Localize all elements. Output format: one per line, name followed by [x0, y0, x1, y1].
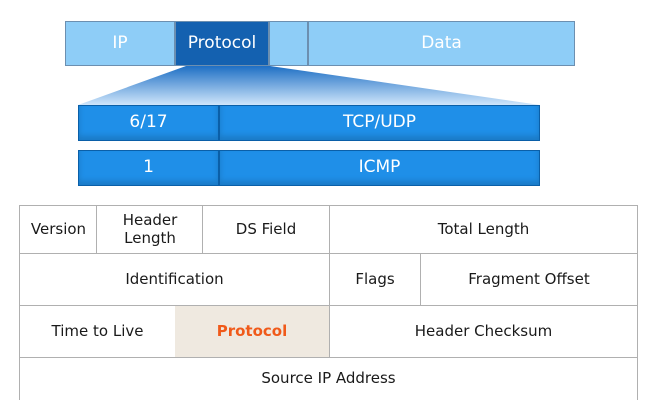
mapping-value-icmp: 1	[78, 150, 219, 186]
header-field-header-length: Header Length	[122, 211, 178, 247]
packet-field-protocol: Protocol	[175, 21, 269, 66]
mapping-value-tcp-udp: 6/17	[78, 105, 219, 141]
header-field-total-length: Total Length	[437, 219, 530, 238]
header-field-header-checksum: Header Checksum	[414, 321, 553, 340]
expansion-wedge	[78, 66, 540, 105]
packet-field-data: Data	[308, 21, 575, 66]
header-field-flags: Flags	[355, 269, 395, 288]
header-field-identification: Identification	[125, 269, 224, 288]
header-field-ds-field: DS Field	[235, 219, 297, 238]
packet-field-spacer	[269, 21, 308, 66]
packet-field-ip: IP	[65, 21, 175, 66]
header-field-fragment-offset: Fragment Offset	[468, 269, 590, 288]
mapping-name-tcp-udp: TCP/UDP	[219, 105, 540, 141]
mapping-name-icmp: ICMP	[219, 150, 540, 186]
header-field-ttl: Time to Live	[51, 321, 144, 340]
header-field-protocol: Protocol	[175, 306, 329, 358]
header-field-version: Version	[30, 219, 87, 238]
header-field-source-ip: Source IP Address	[261, 369, 396, 388]
